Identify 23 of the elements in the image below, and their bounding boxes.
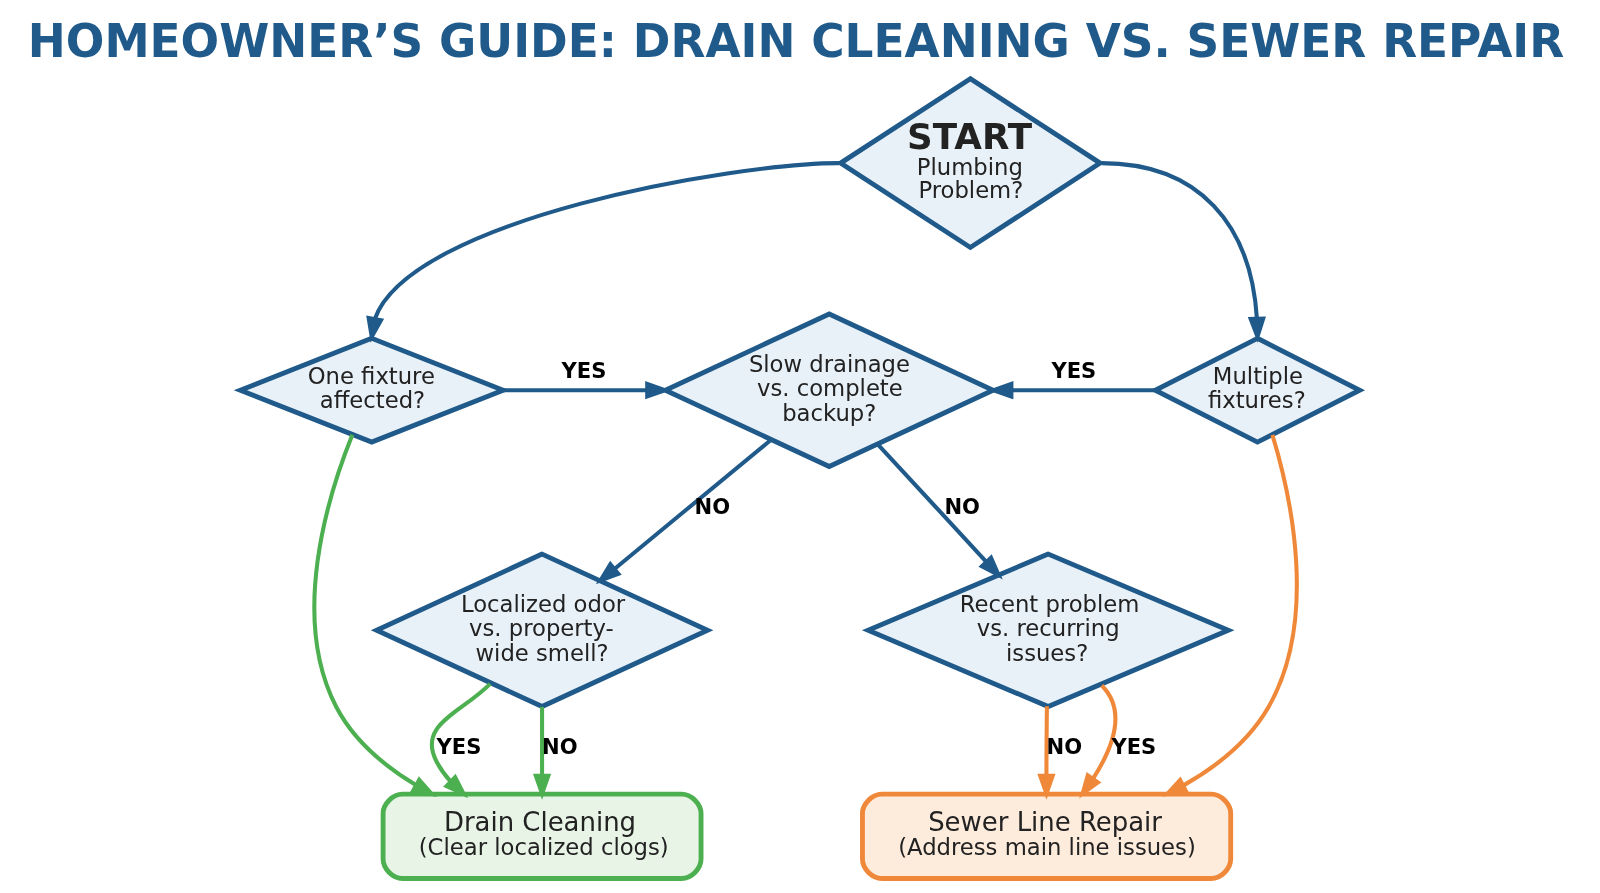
edge-label: NO [694,493,731,519]
node-box: Sewer Line Repair (Address main line issues) [860,791,1234,881]
edge-label: YES [1111,733,1157,759]
arrow [1079,683,1118,799]
edge-label: NO [542,733,578,759]
arrow [876,442,1003,580]
node-diamond: START Plumbing Problem? [836,75,1105,250]
arrow [1101,160,1266,343]
node-diamond: Localized odor vs. property-wide smell? [370,550,714,709]
arrow [595,437,773,584]
edge-label: YES [1051,357,1097,383]
node-box: Drain Cleaning (Clear localized clogs) [380,791,704,881]
arrow [366,160,839,343]
edge-label: NO [944,493,980,519]
edge-label: YES [436,733,482,759]
arrow [1161,433,1299,797]
arrow [312,433,438,797]
arrow [1037,705,1056,800]
arrow [532,706,552,800]
edge-label: NO [1046,733,1083,759]
arrow [429,681,492,798]
edge-label: YES [561,357,607,383]
diagram-title: HOMEOWNER’S GUIDE: DRAIN CLEANING VS. SEWER REPAIR [27,14,1565,68]
